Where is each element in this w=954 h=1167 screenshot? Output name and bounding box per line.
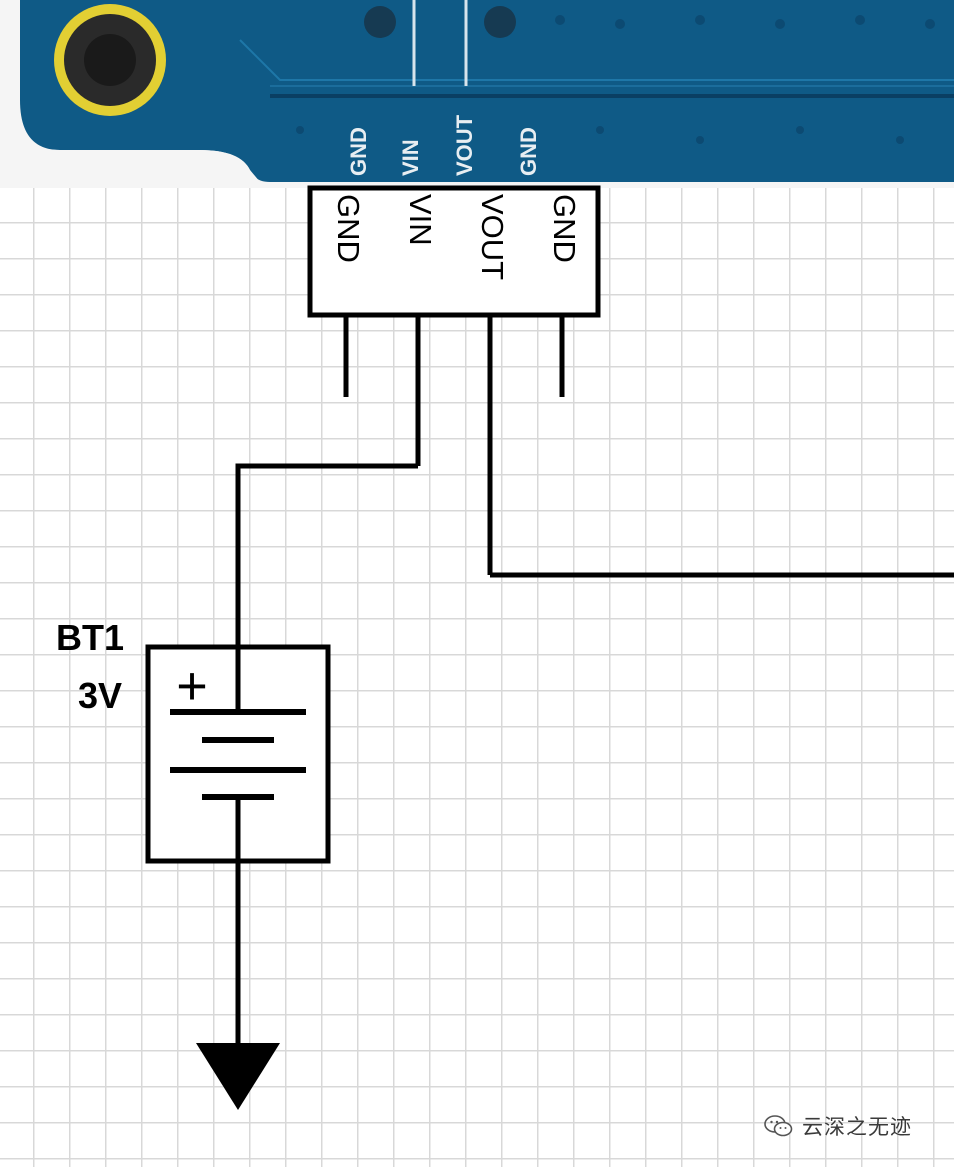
module-pin-label-gnd: GND — [547, 194, 582, 263]
watermark: 云深之无迹 — [764, 1111, 944, 1141]
pcb-board — [20, 0, 954, 182]
pcb-pin-label-gnd: GND — [346, 127, 371, 176]
battery-value: 3V — [78, 675, 122, 716]
module-pin-label-gnd: GND — [331, 194, 366, 263]
module-pin-label-vin: VIN — [403, 194, 438, 246]
battery-plus-sign: + — [176, 656, 208, 716]
pcb-pin-label-vout: VOUT — [452, 114, 477, 176]
mount-hole — [54, 4, 166, 116]
module-body — [307, 185, 601, 318]
wire-vin — [235, 463, 418, 647]
pcb-pin-label-vin: VIN — [398, 139, 423, 176]
battery-designator: BT1 — [56, 617, 124, 658]
watermark-text: 云深之无迹 — [802, 1115, 912, 1139]
module-pin-label-vout: VOUT — [475, 194, 510, 280]
ground-icon — [196, 1043, 280, 1110]
pcb-photo: GND VIN VOUT GND — [0, 0, 954, 188]
pcb-pin-label-gnd: GND — [516, 127, 541, 176]
battery-bt1: + — [145, 644, 331, 864]
wechat-icon — [764, 1115, 793, 1137]
